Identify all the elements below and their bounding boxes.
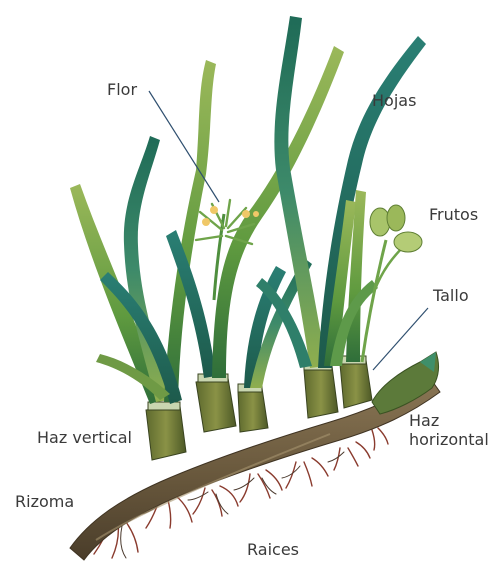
label-raices: Raices (247, 540, 299, 559)
label-flor: Flor (107, 80, 137, 99)
label-hojas: Hojas (372, 91, 416, 110)
roots (89, 428, 388, 558)
label-rizoma: Rizoma (15, 492, 74, 511)
label-haz-horizontal: Haz horizontal (409, 411, 489, 449)
label-haz-vertical: Haz vertical (37, 428, 132, 447)
label-haz-horizontal-line1: Haz (409, 411, 489, 430)
leaves (70, 16, 426, 404)
label-tallo: Tallo (433, 286, 469, 305)
label-frutos: Frutos (429, 205, 478, 224)
label-haz-horizontal-line2: horizontal (409, 430, 489, 449)
